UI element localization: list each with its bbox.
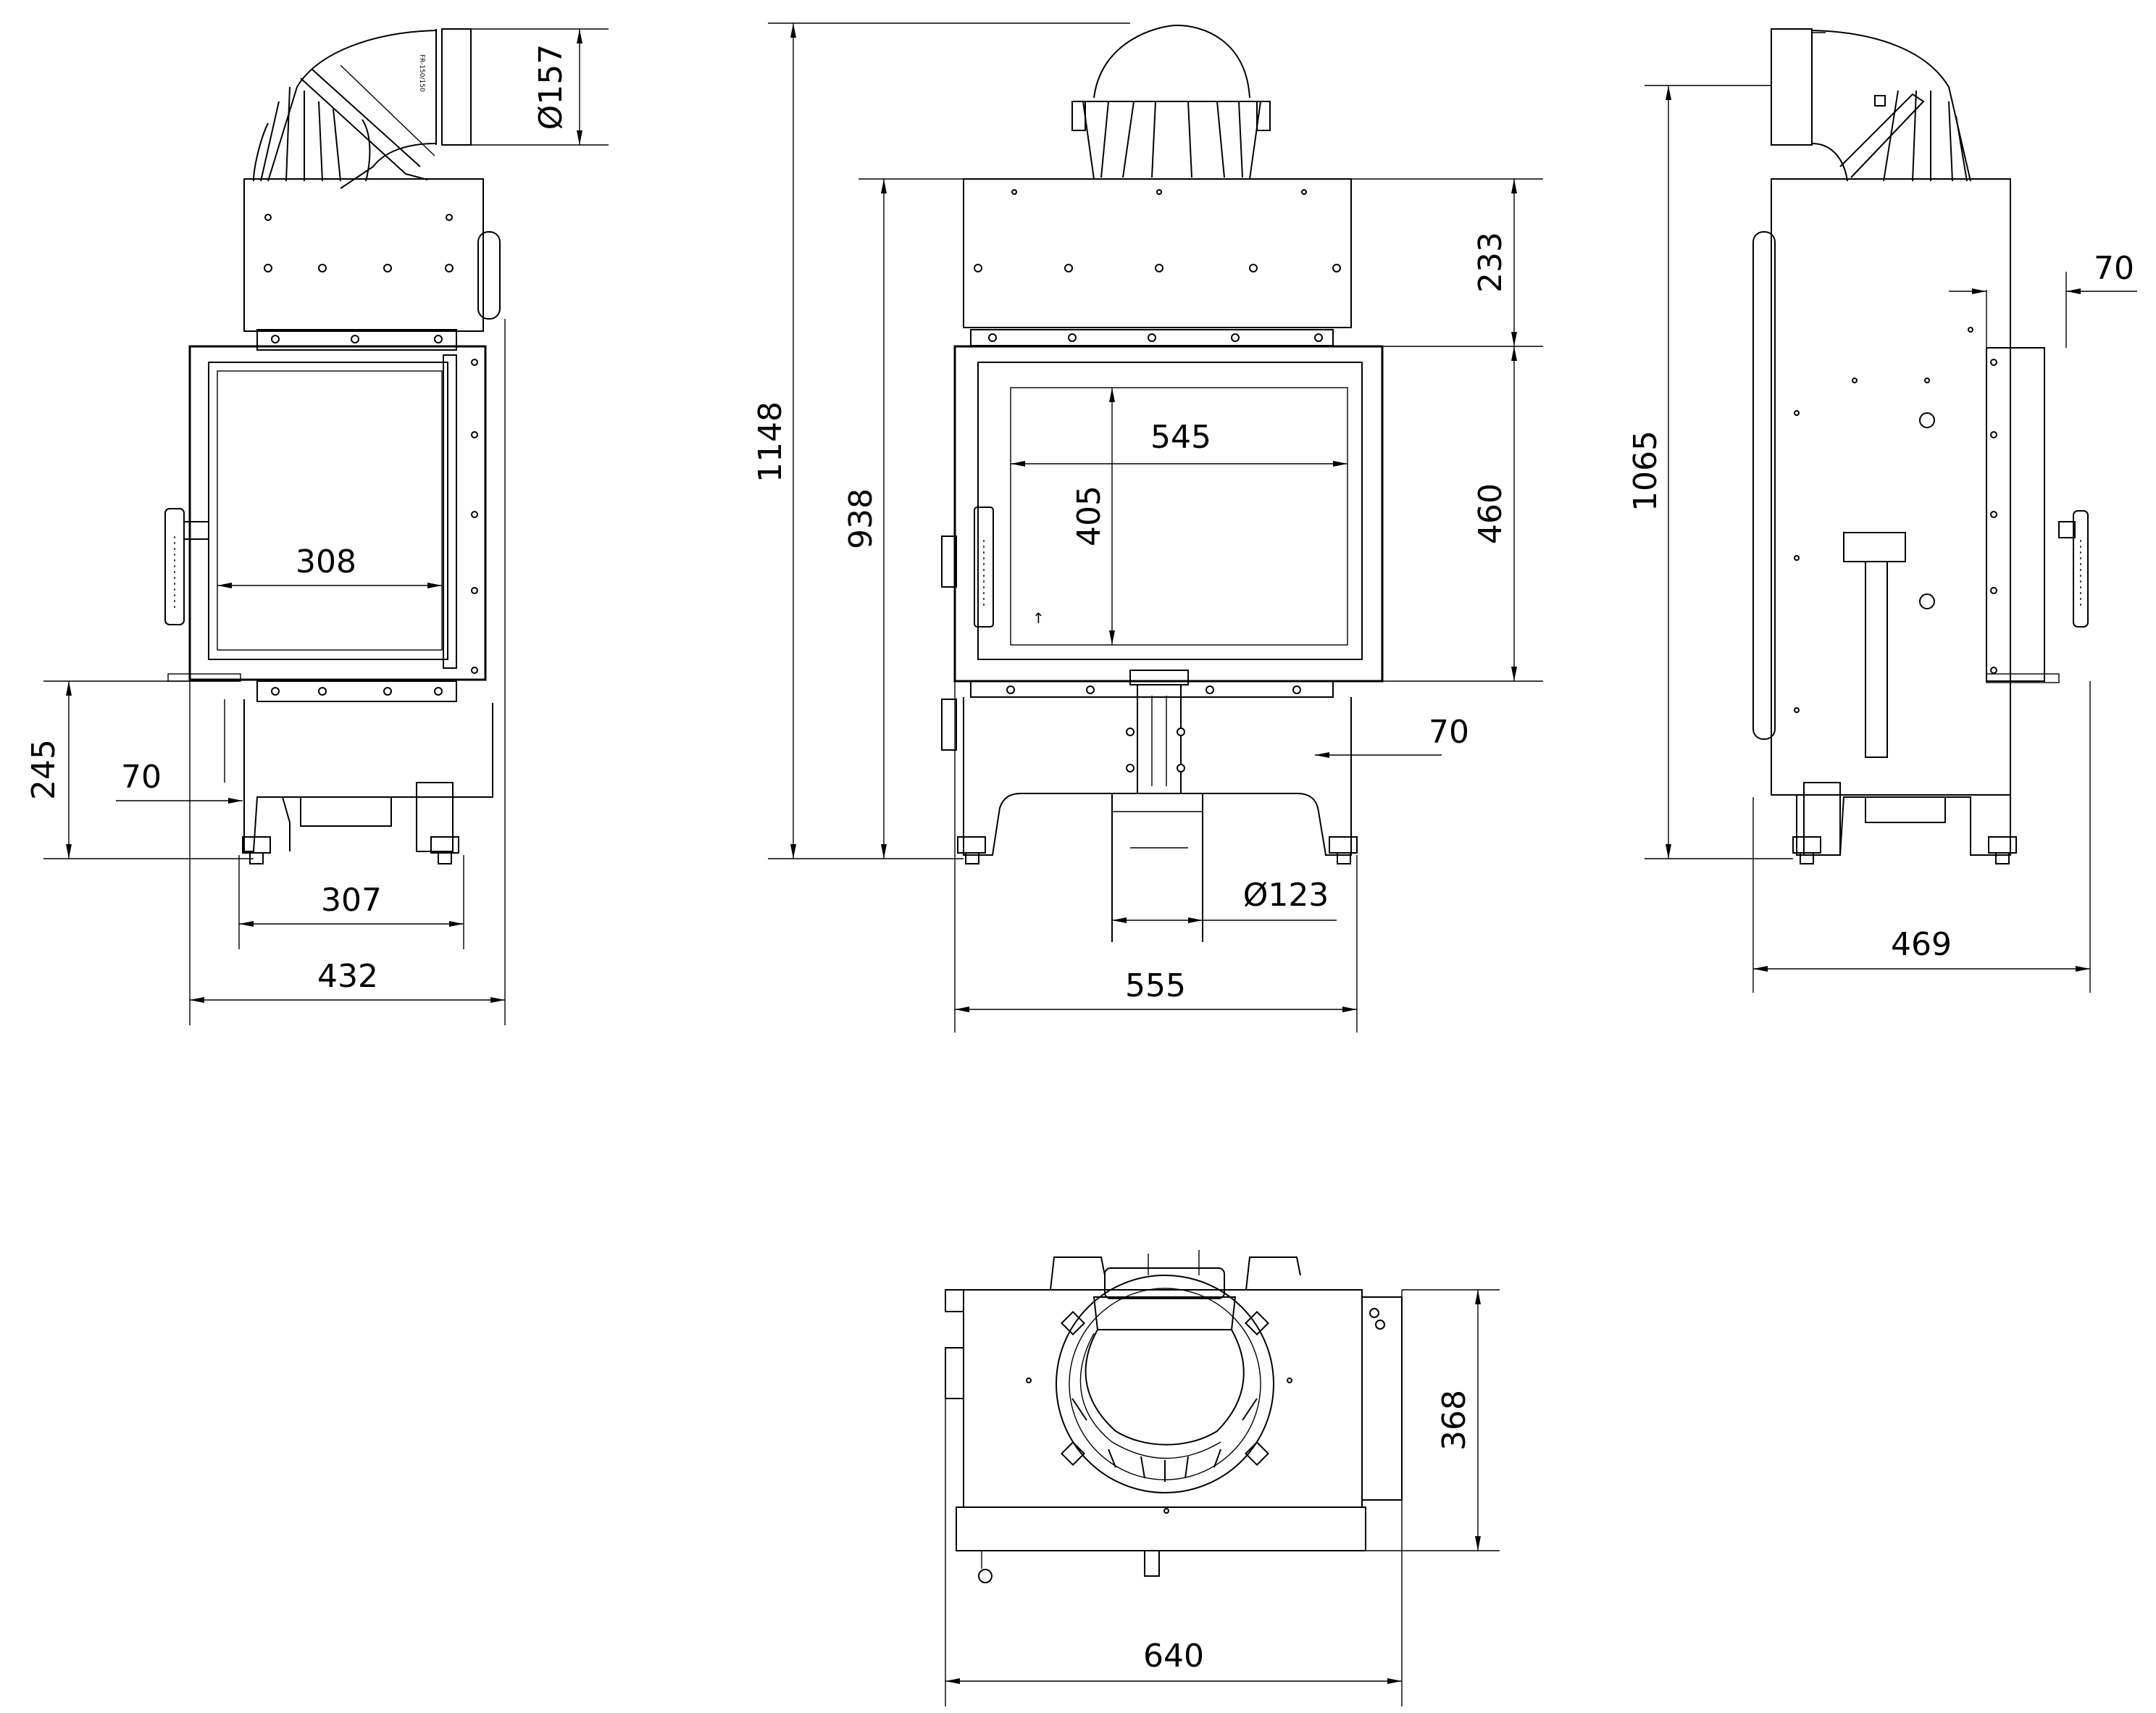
body-top-left [243, 178, 484, 332]
dim-glass-width: 308 [296, 543, 356, 580]
dim-total-depth: 469 [1891, 926, 1952, 963]
dim-side-offset-center: 70 [1429, 714, 1469, 751]
body-top-center [963, 178, 1352, 328]
dim-glass-width-center: 545 [1150, 419, 1211, 456]
dim-top-width: 640 [1143, 1638, 1204, 1675]
view-front-center: ↑ 1148 938 233 [752, 22, 1543, 1033]
dims-side-right: 1065 70 469 [1627, 85, 2137, 993]
dims-front-center: 1148 938 233 460 545 405 70 Ø123 [752, 22, 1543, 1033]
door-handle-left [164, 508, 209, 625]
dims-front-left: Ø157 308 245 70 307 432 [25, 28, 609, 1025]
dim-side-offset-left: 70 [121, 759, 162, 796]
dim-total-width-center: 555 [1125, 967, 1186, 1004]
screws-top-center [974, 189, 1341, 272]
dim-total-height-side: 1065 [1627, 430, 1664, 512]
dim-glass-height: 405 [1071, 485, 1108, 546]
svg-text:↑: ↑ [1032, 609, 1045, 627]
view-top: 368 640 [945, 1250, 1500, 1706]
dim-total-width-left: 432 [317, 958, 378, 995]
door-frame-center [953, 345, 1384, 683]
top-flue-ring [1056, 1267, 1274, 1493]
door-handle-center [941, 507, 994, 628]
feet-right [1792, 836, 2017, 864]
dim-door-height: 460 [1472, 483, 1509, 544]
dim-top-depth: 368 [1436, 1390, 1473, 1451]
feet-left [242, 836, 459, 864]
view-side-right: 1065 70 469 [1627, 28, 2137, 993]
pipe-model-label: FR-150/150 [418, 54, 425, 92]
dim-air-inlet: Ø123 [1243, 877, 1329, 914]
top-body [963, 1289, 1363, 1508]
dims-top: 368 640 [945, 1289, 1500, 1706]
dim-top-section: 233 [1472, 232, 1509, 293]
dim-pipe-diameter: Ø157 [532, 44, 569, 130]
screws-top-left [264, 214, 454, 272]
flue-elbow-left: FR-150/150 [253, 28, 472, 189]
view-front-left: FR-150/150 [25, 28, 609, 1025]
dim-side-offset-right: 70 [2094, 250, 2134, 287]
dim-bottom-height: 245 [25, 739, 62, 800]
door-frame-left [188, 345, 487, 681]
side-body [1771, 178, 2011, 796]
flue-dome-center [1071, 24, 1271, 180]
dim-feet-spacing: 307 [321, 882, 382, 919]
dim-body-height: 938 [843, 488, 879, 549]
flue-elbow-right [1771, 28, 1971, 182]
dim-total-height-center: 1148 [752, 401, 789, 483]
feet-center [957, 836, 1358, 864]
